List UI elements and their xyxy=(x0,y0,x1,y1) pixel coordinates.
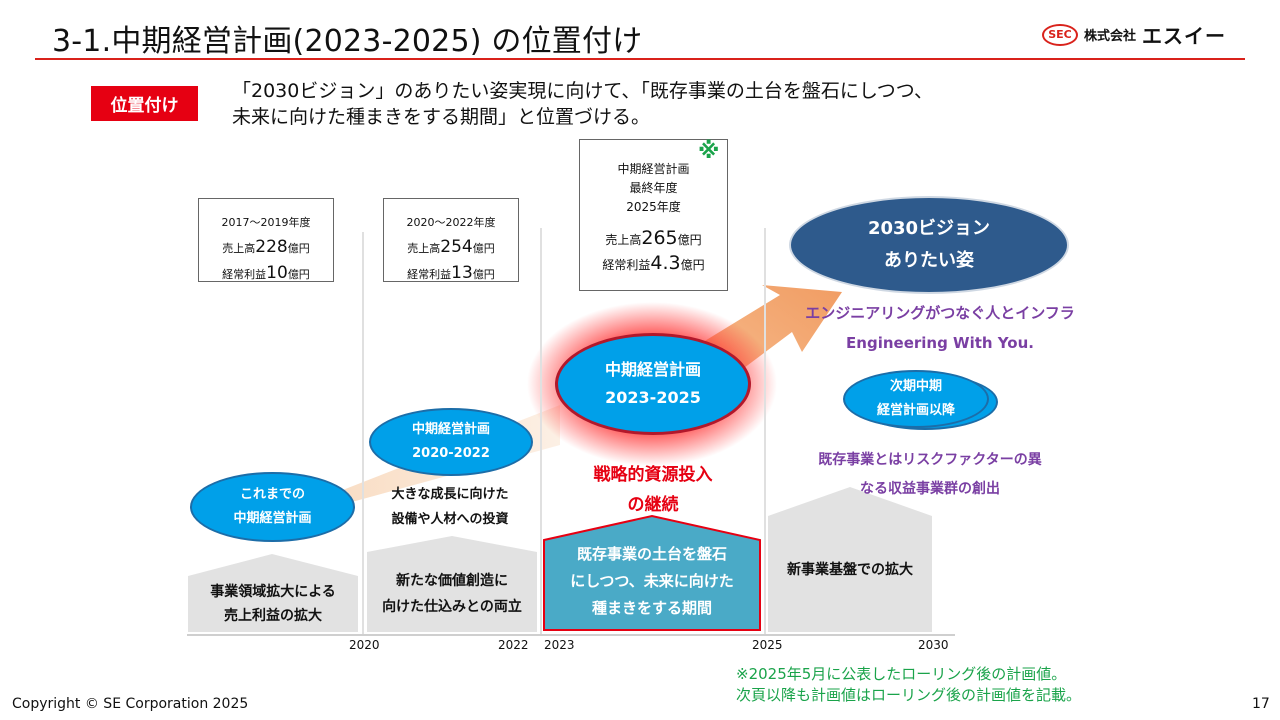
growth-investment-caption: 大きな成長に向けた設備や人材への投資 xyxy=(391,487,509,527)
timeline-axis xyxy=(187,634,955,636)
house-text-current-period: 既存事業の土台を盤石にしつつ、未来に向けた種まきをする期間 xyxy=(570,545,734,617)
positioning-line-2: 未来に向けた種まきをする期間」と位置づける。 xyxy=(232,106,651,128)
kpi-sales: 売上高228億円 xyxy=(222,237,310,257)
year-label: 2023 xyxy=(544,638,575,652)
title-underline xyxy=(35,58,1245,60)
logo-company-type: 株式会社 xyxy=(1084,29,1137,44)
footnote: ※2025年5月に公表したローリング後の計画値。 次頁以降も計画値はローリング後… xyxy=(736,664,1081,706)
year-label: 2030 xyxy=(918,638,949,652)
kpi-period: 2020～2022年度 xyxy=(406,216,496,229)
kpi-sales: 売上高254億円 xyxy=(407,237,495,257)
past-plans-ellipse: これまでの中期経営計画 xyxy=(190,472,355,542)
future-business-caption: 既存事業とはリスクファクターの異なる収益事業群の創出 xyxy=(818,452,1042,497)
target-line-2: 最終年度 xyxy=(629,181,678,195)
house-text-new-business: 新事業基盤での拡大 xyxy=(787,562,913,578)
page-number: 17 xyxy=(1252,696,1270,712)
kpi-sales: 売上高265億円 xyxy=(605,227,702,249)
year-label: 2025 xyxy=(752,638,783,652)
house-text-expansion: 事業領域拡大による売上利益の拡大 xyxy=(210,584,336,624)
vision-tagline-jp: エンジニアリングがつなぐ人とインフラ xyxy=(805,304,1075,322)
kpi-box-2025-target: ※ 中期経営計画 最終年度 2025年度 売上高265億円 経常利益4.3億円 xyxy=(579,139,728,291)
house-shape-1 xyxy=(188,554,358,632)
kpi-box-2020-2022: 2020～2022年度 売上高254億円 経常利益13億円 xyxy=(383,198,519,283)
positioning-line-1: 「2030ビジョン」のありたい姿実現に向けて、「既存事業の土台を盤石にしつつ、 xyxy=(232,80,934,102)
year-label: 2022 xyxy=(498,638,529,652)
house-shape-4 xyxy=(768,487,932,632)
logo-company-name: エスイー xyxy=(1142,24,1227,48)
kpi-box-2017-2019: 2017～2019年度 売上高228億円 経常利益10億円 xyxy=(198,198,334,283)
copyright: Copyright © SE Corporation 2025 xyxy=(12,696,249,712)
sec-logo-mark: SEC xyxy=(1042,23,1078,46)
timeline-divider xyxy=(540,228,542,634)
vision-tagline: エンジニアリングがつなぐ人とインフラ Engineering With You. xyxy=(790,298,1090,358)
company-logo: SEC 株式会社 エスイー xyxy=(1042,20,1226,49)
house-shape-2 xyxy=(367,536,537,632)
vision-tagline-en: Engineering With You. xyxy=(846,334,1034,352)
footnote-line-2: 次頁以降も計画値はローリング後の計画値を記載。 xyxy=(736,686,1082,704)
positioning-badge: 位置付け xyxy=(91,86,198,121)
kpi-profit: 経常利益13億円 xyxy=(407,263,495,283)
timeline-divider xyxy=(764,228,766,634)
positioning-statement: 「2030ビジョン」のありたい姿実現に向けて、「既存事業の土台を盤石にしつつ、 … xyxy=(232,78,933,130)
target-line-1: 中期経営計画 xyxy=(617,162,690,176)
vision-2030-ellipse: 2030ビジョンありたい姿 xyxy=(789,196,1069,294)
house-shape-3 xyxy=(543,514,761,631)
year-label: 2020 xyxy=(349,638,380,652)
page-title: 3-1.中期経営計画(2023-2025) の位置付け xyxy=(52,24,643,59)
strategic-investment-caption: 戦略的資源投入の継続 xyxy=(593,465,713,515)
timeline-divider xyxy=(362,232,364,634)
footnote-mark-icon: ※ xyxy=(698,139,720,164)
house-text-value-creation: 新たな価値創造に向けた仕込みとの両立 xyxy=(382,573,522,615)
kpi-period: 2017～2019年度 xyxy=(221,216,311,229)
kpi-profit: 経常利益10億円 xyxy=(222,263,310,283)
kpi-profit: 経常利益4.3億円 xyxy=(602,252,705,274)
next-plan-ellipse: 次期中期経営計画以降 xyxy=(843,370,989,428)
footnote-line-1: ※2025年5月に公表したローリング後の計画値。 xyxy=(736,665,1067,683)
target-line-3: 2025年度 xyxy=(626,200,681,214)
